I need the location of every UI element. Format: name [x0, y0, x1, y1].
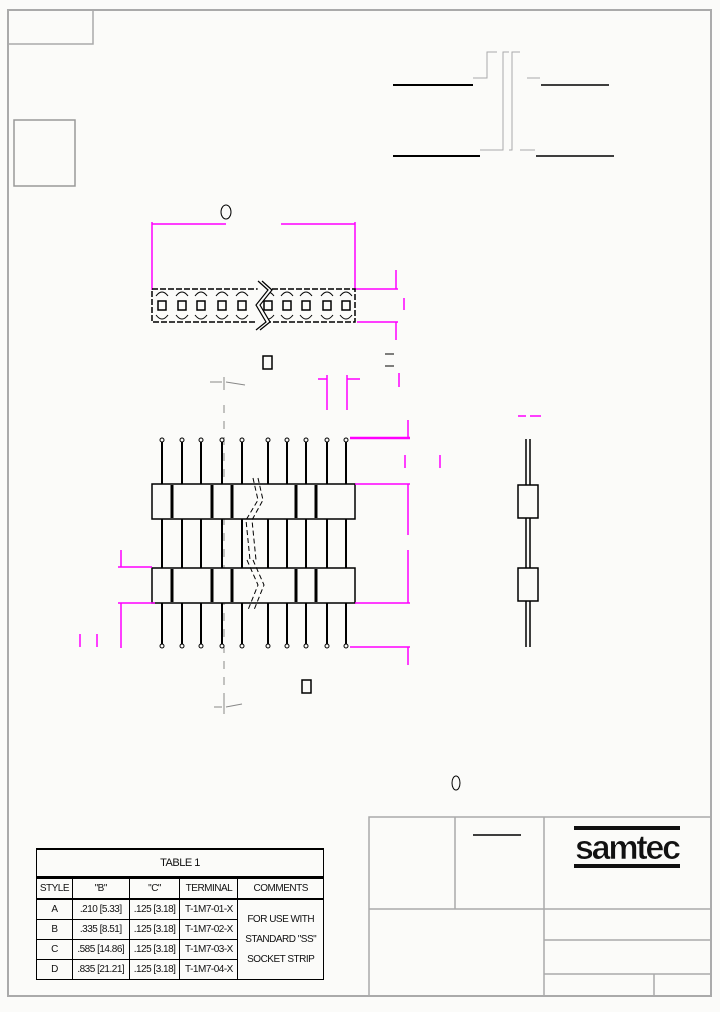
pin-tip [159, 643, 165, 649]
contact-outline [280, 291, 294, 320]
side-view [517, 439, 539, 647]
contact [237, 300, 247, 311]
header-style: STYLE [36, 876, 73, 900]
sheet-border [7, 9, 712, 997]
pin-tip [198, 643, 204, 649]
contact-outline [215, 291, 229, 320]
cell-style: B [36, 919, 73, 940]
contact [177, 300, 187, 311]
table-row: D .835 [21.21] .125 [3.18] T-1M7-04-X [36, 959, 324, 980]
body-divider [170, 569, 174, 602]
revision-box [13, 119, 76, 187]
pin-tip [343, 643, 349, 649]
pin-tip [219, 643, 225, 649]
body-divider [314, 485, 318, 518]
table-1: TABLE 1 STYLE "B" "C" TERMINAL COMMENTS … [36, 848, 324, 980]
pin-tip [219, 437, 225, 443]
pin-tip [159, 437, 165, 443]
cell-comments: FOR USE WITH STANDARD "SS" SOCKET STRIP [237, 898, 324, 980]
contact [282, 300, 292, 311]
cell-b: .585 [14.86] [71, 939, 130, 960]
pin-tip [284, 643, 290, 649]
cell-style: A [36, 898, 73, 920]
pin-tip [179, 643, 185, 649]
header-terminal: TERMINAL [179, 876, 239, 900]
body-divider [170, 485, 174, 518]
cell-terminal: T-1M7-04-X [179, 959, 239, 980]
contact-outline [320, 291, 334, 320]
pin-tip [303, 437, 309, 443]
contact [263, 300, 273, 311]
contact-outline [339, 291, 353, 320]
contact [322, 300, 332, 311]
header-c: "C" [128, 876, 181, 900]
header-comments: COMMENTS [237, 876, 324, 900]
body-divider [294, 485, 298, 518]
pin-tip [265, 437, 271, 443]
cell-b: .335 [8.51] [71, 919, 130, 940]
cell-style: D [36, 959, 73, 980]
pin-tip [239, 643, 245, 649]
contact [217, 300, 227, 311]
contact [341, 300, 351, 311]
body-divider [230, 485, 234, 518]
comment-line: STANDARD "SS" [245, 933, 317, 945]
contact-outline [155, 291, 169, 320]
cell-b: .210 [5.33] [71, 898, 130, 920]
pin-tip [303, 643, 309, 649]
svg-text:samtec: samtec [575, 829, 680, 867]
title-block [368, 816, 712, 997]
contact-outline [194, 291, 208, 320]
pin-tip [265, 643, 271, 649]
cell-terminal: T-1M7-03-X [179, 939, 239, 960]
contact-outline [235, 291, 249, 320]
contact-outline [299, 291, 313, 320]
top-view-label [220, 204, 232, 220]
pin-tip [179, 437, 185, 443]
samtec-logo: samtec [574, 826, 680, 868]
pin-tip [198, 437, 204, 443]
cell-terminal: T-1M7-01-X [179, 898, 239, 920]
pin-tip [324, 437, 330, 443]
pin-tip [324, 643, 330, 649]
cell-style: C [36, 939, 73, 960]
comment-line: SOCKET STRIP [247, 953, 315, 965]
cell-terminal: T-1M7-02-X [179, 919, 239, 940]
table-title: TABLE 1 [36, 848, 324, 878]
body-divider [294, 569, 298, 602]
pin-tip [343, 437, 349, 443]
table-row: B .335 [8.51] .125 [3.18] T-1M7-02-X [36, 919, 324, 940]
body-divider [210, 569, 214, 602]
contact [196, 300, 206, 311]
cell-b: .835 [21.21] [71, 959, 130, 980]
cell-c: .125 [3.18] [128, 898, 181, 920]
top-view [151, 204, 405, 410]
cell-c: .125 [3.18] [128, 919, 181, 940]
corner-box [7, 9, 94, 45]
body-divider [314, 569, 318, 602]
contact [301, 300, 311, 311]
body-divider [210, 485, 214, 518]
table-row: A .210 [5.33] .125 [3.18] T-1M7-01-X FOR… [36, 898, 324, 980]
pin-tip [284, 437, 290, 443]
contact [157, 300, 167, 311]
note-label [451, 775, 461, 791]
contact-outline [175, 291, 189, 320]
front-view [79, 405, 541, 714]
cell-c: .125 [3.18] [128, 959, 181, 980]
comment-line: FOR USE WITH [247, 913, 315, 925]
part-number-callout [393, 51, 614, 157]
cell-c: .125 [3.18] [128, 939, 181, 960]
header-b: "B" [71, 876, 130, 900]
body-divider [230, 569, 234, 602]
pin-tip [239, 437, 245, 443]
